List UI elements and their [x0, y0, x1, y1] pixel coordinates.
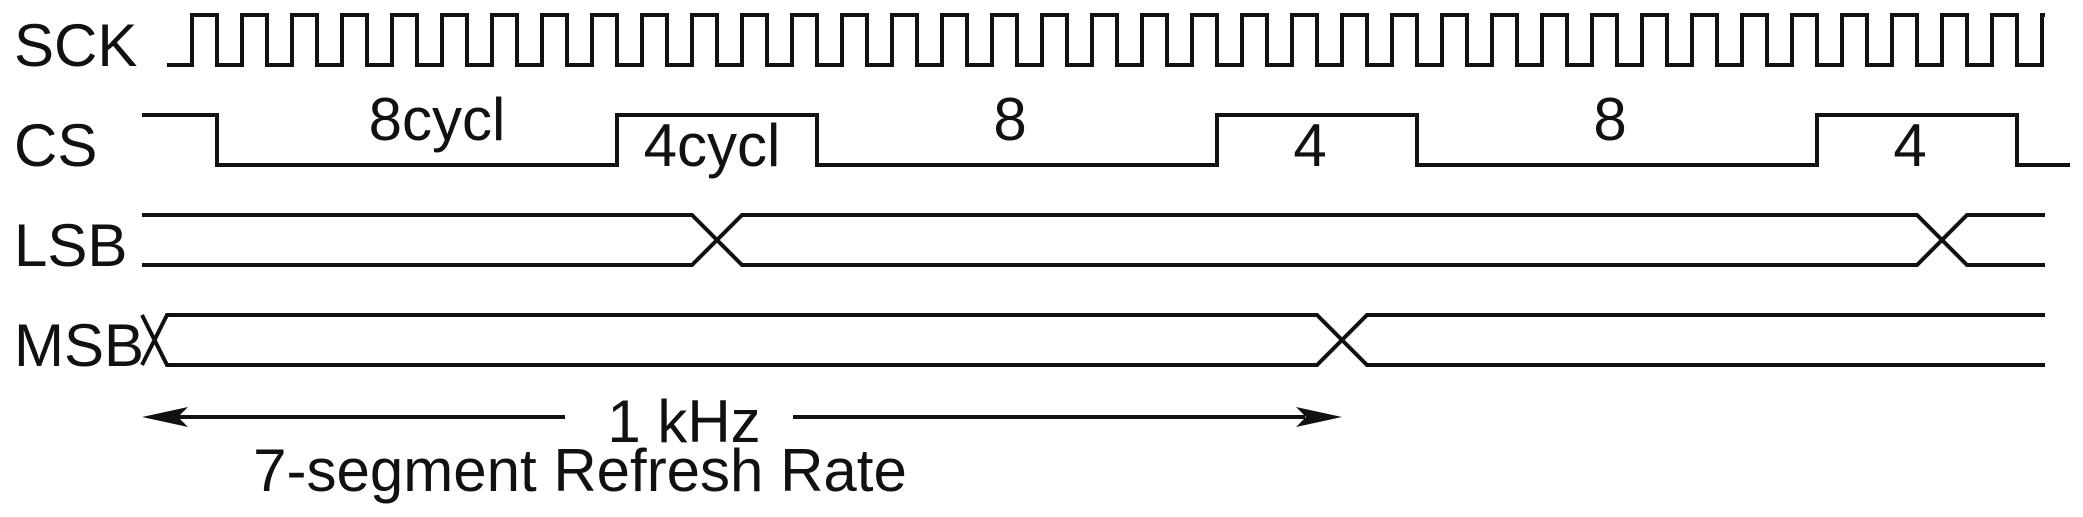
cs-high-cycles-label-1: 4cycl [644, 112, 781, 179]
cs-label: CS [14, 112, 97, 179]
refresh-frequency-label: 1 kHz [607, 388, 760, 455]
sck-waveform [167, 13, 2045, 67]
cs-waveform [142, 113, 2070, 167]
cs-low-cycles-label-2: 8 [993, 86, 1026, 153]
lsb-label: LSB [14, 212, 127, 279]
msb-waveform [140, 313, 2045, 367]
cs-high-cycles-label-2: 4 [1293, 112, 1326, 179]
refresh-rate-caption: 7-segment Refresh Rate [253, 437, 907, 504]
cs-low-cycles-label-3: 8 [1593, 86, 1626, 153]
msb-label: MSB [14, 312, 144, 379]
lsb-waveform [142, 213, 2045, 267]
cs-low-cycles-label-1: 8cycl [369, 86, 506, 153]
sck-label: SCK [14, 12, 137, 79]
period-arrow-right-head [1296, 407, 1342, 427]
cs-high-cycles-label-3: 4 [1893, 112, 1926, 179]
period-arrow-left-head [142, 407, 188, 427]
